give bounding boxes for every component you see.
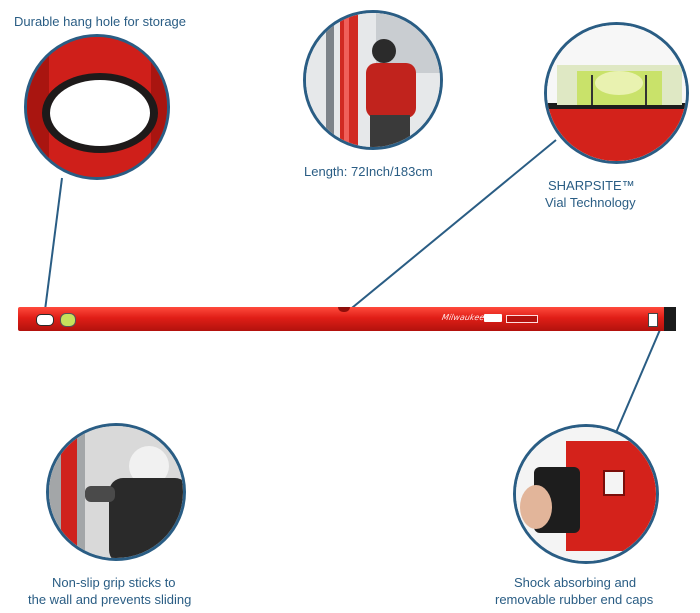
end-cap-right	[664, 307, 676, 331]
worker-illustration	[306, 13, 440, 147]
connector-vial	[346, 139, 557, 313]
grip-illustration	[49, 426, 183, 558]
vial-window-right	[648, 313, 658, 327]
hang-hole-slot	[36, 314, 54, 326]
end-cap-photo	[513, 424, 659, 564]
vial-photo	[544, 22, 689, 164]
hang-hole-illustration	[27, 37, 167, 177]
level-brand-mark: Milwaukee	[441, 313, 486, 322]
grip-caption-2: the wall and prevents sliding	[28, 592, 192, 607]
sharpsite-caption-2: Vial Technology	[545, 195, 636, 210]
sharpsite-caption-1: SHARPSITE™	[548, 178, 635, 193]
level-spec-block	[484, 314, 502, 322]
length-caption: Length: 72Inch/183cm	[304, 164, 433, 179]
hang-hole-photo	[24, 34, 170, 180]
grip-caption-1: Non-slip grip sticks to	[52, 575, 176, 590]
end-cap-illustration	[516, 427, 656, 561]
end-caps-caption-2: removable rubber end caps	[495, 592, 654, 607]
top-vial-notch	[338, 307, 350, 312]
hang-hole-caption: Durable hang hole for storage	[14, 14, 187, 29]
connector-hang-hole	[43, 177, 63, 319]
vial-window-left	[60, 313, 76, 327]
grip-photo	[46, 423, 186, 561]
vial-illustration	[547, 25, 686, 161]
level-bar: Milwaukee	[18, 307, 676, 331]
end-caps-caption-1: Shock absorbing and	[514, 575, 637, 590]
length-photo	[303, 10, 443, 150]
level-spec-block-2	[506, 315, 538, 323]
